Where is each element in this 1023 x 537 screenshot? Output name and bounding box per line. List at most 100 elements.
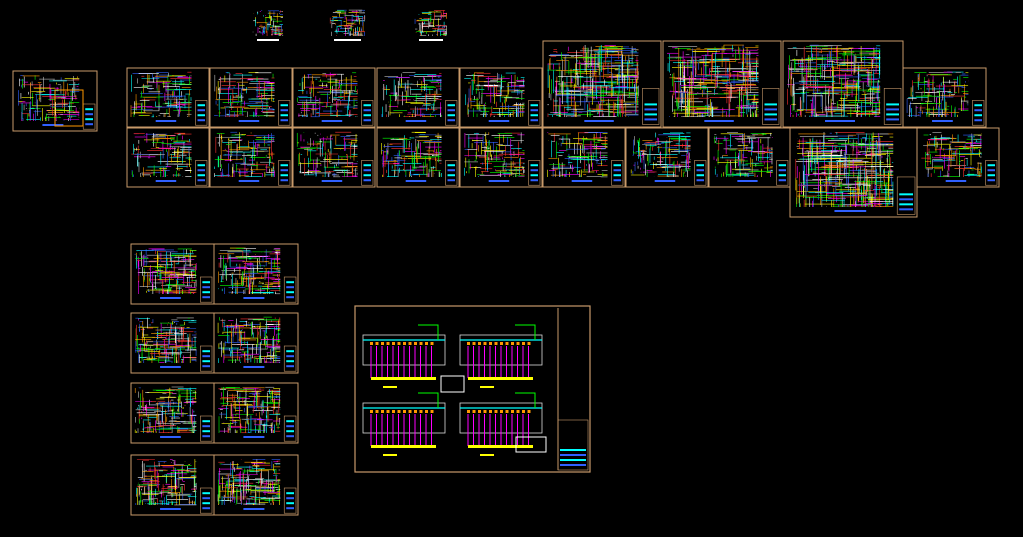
title-block-text <box>85 113 93 116</box>
title-block-text <box>85 123 93 126</box>
title-block-text <box>696 169 704 172</box>
title-block <box>278 160 291 186</box>
title-block-text <box>644 113 657 116</box>
title-block-text <box>886 103 899 106</box>
sheet-caption <box>160 366 181 368</box>
title-block-text <box>202 281 210 284</box>
title-block-text <box>974 114 982 117</box>
title-block-text <box>197 109 205 112</box>
title-block <box>528 160 541 186</box>
title-block-text <box>447 179 455 182</box>
title-block-text <box>363 114 371 117</box>
title-block-text <box>280 109 288 112</box>
drawing-sheet <box>376 67 460 128</box>
title-block-text <box>530 119 538 122</box>
sheet-caption <box>945 180 967 182</box>
title-block-text <box>197 174 205 177</box>
sheet-caption <box>321 120 343 122</box>
title-block-text <box>85 108 93 111</box>
sheet-caption <box>571 180 593 182</box>
title-block <box>972 100 985 126</box>
sheet-caption <box>155 120 177 122</box>
drawing-frame <box>54 89 84 127</box>
sheet-caption <box>737 180 758 182</box>
title-block-text <box>447 114 455 117</box>
title-block-text <box>987 179 995 182</box>
title-block <box>985 160 998 186</box>
title-block-text <box>197 104 205 107</box>
title-block-text <box>613 169 621 172</box>
title-block-text <box>286 281 294 284</box>
title-block-text <box>530 174 538 177</box>
title-block-text <box>280 179 288 182</box>
drawing-sheet <box>292 127 376 188</box>
title-block <box>361 100 374 126</box>
title-block-text <box>644 103 657 106</box>
drawing-sheet <box>782 40 904 128</box>
sheet-caption <box>155 180 177 182</box>
title-block-text <box>197 164 205 167</box>
sheet-caption <box>834 210 867 212</box>
title-block-text <box>363 169 371 172</box>
title-block <box>896 176 916 215</box>
title-block-text <box>197 169 205 172</box>
title-block-text <box>280 104 288 107</box>
title-block-text <box>286 286 294 289</box>
title-block-text <box>197 179 205 182</box>
title-block-text <box>363 179 371 182</box>
title-block-text <box>778 179 786 182</box>
title-block-text <box>447 164 455 167</box>
title-block-text <box>530 179 538 182</box>
title-block-text <box>764 103 777 106</box>
title-block <box>200 276 213 303</box>
title-block-text <box>613 164 621 167</box>
sheet-caption <box>704 120 734 122</box>
title-block <box>611 160 624 186</box>
thumbnail-caption <box>257 39 279 41</box>
title-block-text <box>644 108 657 111</box>
title-block-text <box>286 296 294 299</box>
title-block-text <box>447 169 455 172</box>
title-block <box>445 160 458 186</box>
title-block-text <box>886 118 899 121</box>
title-block-text <box>447 109 455 112</box>
title-block-text <box>363 119 371 122</box>
title-block-text <box>202 360 210 363</box>
sheet-caption <box>932 120 953 122</box>
title-block-text <box>280 119 288 122</box>
title-block-text <box>886 113 899 116</box>
title-block-text <box>987 174 995 177</box>
sheet-caption <box>243 297 265 299</box>
title-block-text <box>85 118 93 121</box>
title-block <box>762 88 780 125</box>
thumbnail-caption <box>334 39 361 41</box>
title-block-text <box>286 291 294 294</box>
title-block-text <box>202 350 210 353</box>
title-block <box>883 88 902 125</box>
title-block-text <box>987 169 995 172</box>
title-block <box>278 100 291 126</box>
title-block <box>361 160 374 186</box>
title-block-text <box>778 174 786 177</box>
title-block-text <box>778 164 786 167</box>
title-block-text <box>202 296 210 299</box>
title-block-text <box>280 164 288 167</box>
title-block-text <box>363 174 371 177</box>
title-block-text <box>447 174 455 177</box>
title-block-text <box>974 119 982 122</box>
title-block-text <box>696 179 704 182</box>
title-block-text <box>280 174 288 177</box>
title-block <box>200 345 213 372</box>
title-block-text <box>363 164 371 167</box>
sheet-caption <box>405 120 427 122</box>
title-block-text <box>899 203 913 206</box>
title-block <box>195 160 208 186</box>
title-block-text <box>764 118 777 121</box>
title-block <box>776 160 789 186</box>
title-block-text <box>280 169 288 172</box>
title-block-text <box>197 119 205 122</box>
title-block-text <box>447 119 455 122</box>
title-block <box>528 100 541 126</box>
sheet-caption <box>654 180 676 182</box>
